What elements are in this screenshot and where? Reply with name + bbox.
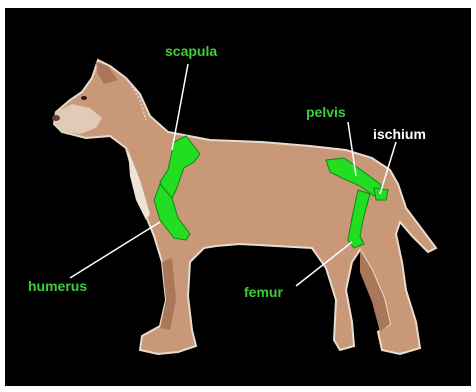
femur-label: femur (244, 284, 283, 300)
scapula-label: scapula (165, 43, 217, 59)
humerus-leader (70, 222, 160, 278)
humerus-label: humerus (28, 278, 87, 294)
ischium-label: ischium (373, 126, 426, 142)
dog-eye (81, 96, 87, 100)
pelvis-label: pelvis (306, 104, 346, 120)
dog-nose (52, 115, 60, 121)
